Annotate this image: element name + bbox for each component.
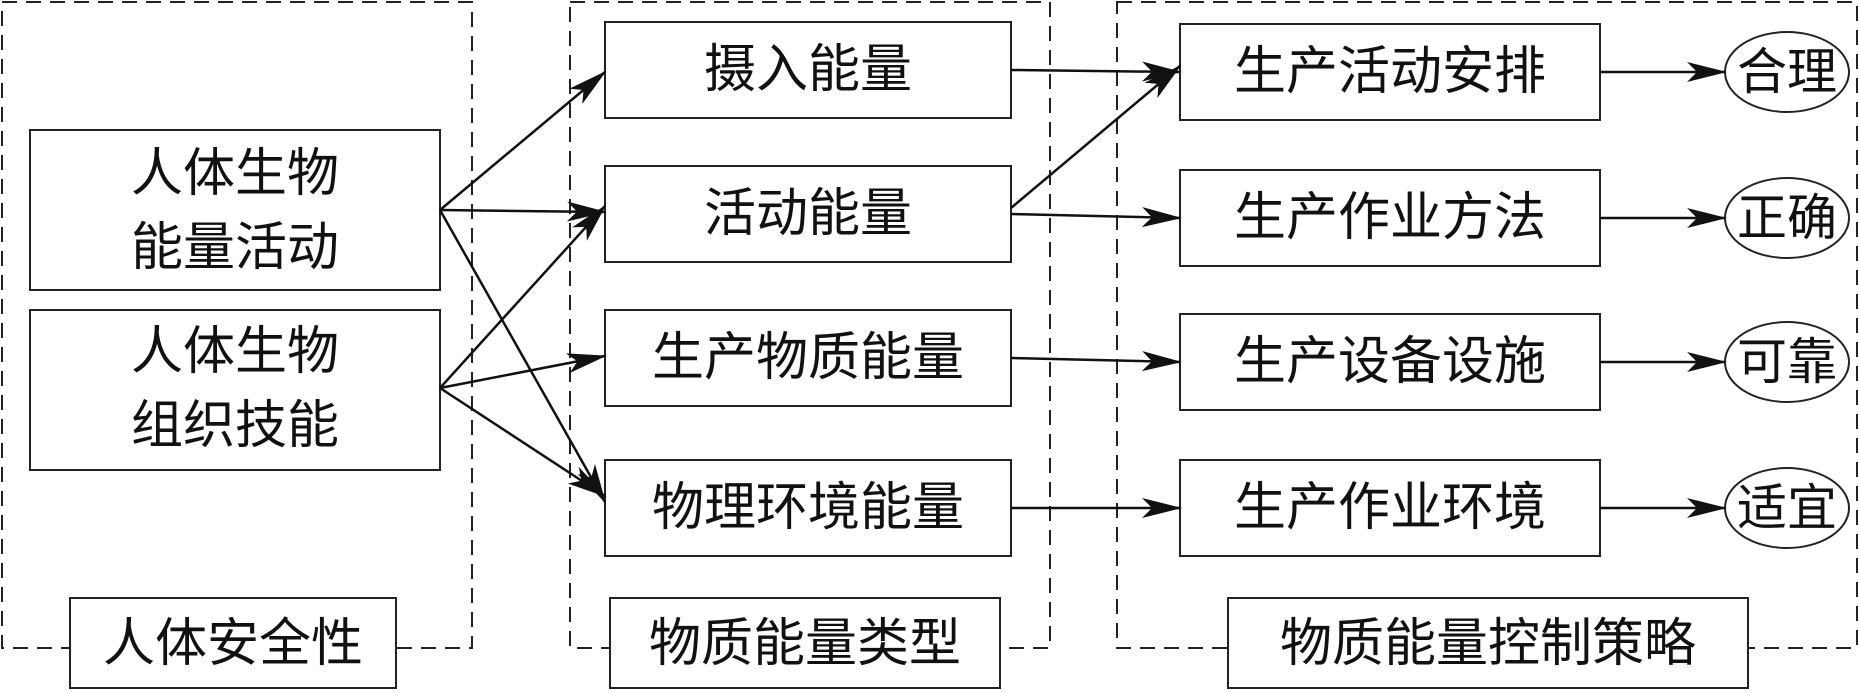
human-node-box bbox=[29, 309, 441, 471]
arrow-human-energy bbox=[439, 70, 607, 211]
strategy-node-label: 生产作业环境 bbox=[1234, 478, 1546, 538]
strategy-node: 生产作业环境 bbox=[1179, 459, 1601, 557]
arrow-human-energy bbox=[439, 353, 607, 390]
arrows-human-to-energy bbox=[438, 70, 607, 504]
outcome-node-label: 适宜 bbox=[1737, 479, 1837, 537]
energy-node-box bbox=[604, 21, 1012, 119]
arrow-energy-strategy bbox=[1010, 61, 1182, 82]
outcome-node: 合理 bbox=[1724, 31, 1850, 113]
outcome-node: 适宜 bbox=[1724, 467, 1850, 549]
human-node-line: 人体生物 bbox=[131, 144, 339, 204]
arrow-energy-strategy bbox=[1010, 207, 1182, 228]
strategy-node-label: 生产设备设施 bbox=[1234, 332, 1546, 392]
arrow-human-energy bbox=[438, 209, 607, 504]
arrow-human-energy bbox=[439, 201, 607, 222]
strategy-node-box bbox=[1179, 169, 1601, 267]
human-node: 人体生物 组织技能 bbox=[29, 309, 441, 471]
energy-node: 物理环境能量 bbox=[604, 459, 1012, 557]
energy-node: 生产物质能量 bbox=[604, 309, 1012, 407]
human-node-line: 人体生物 bbox=[131, 322, 339, 382]
group-human: 人体安全性 bbox=[1, 1, 473, 689]
group-energy-caption-box bbox=[609, 597, 1001, 689]
group-strategy: 物质能量控制策略 bbox=[1116, 1, 1858, 689]
arrow-human-energy bbox=[439, 204, 607, 389]
outcome-node: 可靠 bbox=[1724, 321, 1850, 403]
outcome-node-label: 可靠 bbox=[1737, 333, 1837, 391]
strategy-node: 生产设备设施 bbox=[1179, 313, 1601, 411]
group-energy-caption: 物质能量类型 bbox=[649, 614, 961, 674]
energy-node-label: 生产物质能量 bbox=[652, 328, 964, 388]
strategy-node: 生产活动安排 bbox=[1179, 23, 1601, 121]
group-energy: 物质能量类型 bbox=[569, 1, 1051, 689]
energy-node: 活动能量 bbox=[604, 165, 1012, 263]
energy-node: 摄入能量 bbox=[604, 21, 1012, 119]
arrow-human-energy bbox=[439, 386, 607, 498]
energy-node-box bbox=[604, 309, 1012, 407]
outcome-node-label: 合理 bbox=[1737, 43, 1837, 101]
energy-node-label: 活动能量 bbox=[704, 184, 912, 244]
group-human-caption-box bbox=[69, 597, 397, 689]
strategy-node-box bbox=[1179, 459, 1601, 557]
human-node-line: 能量活动 bbox=[131, 218, 339, 278]
outcome-node: 正确 bbox=[1724, 177, 1850, 259]
strategy-node-label: 生产活动安排 bbox=[1234, 42, 1546, 102]
group-energy-frame bbox=[569, 1, 1051, 649]
group-strategy-caption-box bbox=[1227, 597, 1749, 689]
human-node: 人体生物 能量活动 bbox=[29, 129, 441, 291]
human-node-line: 组织技能 bbox=[131, 396, 339, 456]
strategy-node-box bbox=[1179, 23, 1601, 121]
outcome-node-label: 正确 bbox=[1737, 189, 1837, 247]
strategy-node-box bbox=[1179, 313, 1601, 411]
group-human-caption: 人体安全性 bbox=[103, 614, 363, 674]
arrow-energy-strategy bbox=[1010, 64, 1182, 209]
energy-node-label: 摄入能量 bbox=[704, 40, 912, 100]
arrows-strategy-to-outcome bbox=[1600, 62, 1727, 518]
energy-node-box bbox=[604, 165, 1012, 263]
strategy-node: 生产作业方法 bbox=[1179, 169, 1601, 267]
energy-node-label: 物理环境能量 bbox=[652, 478, 964, 538]
strategy-node-label: 生产作业方法 bbox=[1234, 188, 1546, 248]
arrows-energy-to-strategy bbox=[1010, 61, 1182, 518]
arrow-energy-strategy bbox=[1010, 351, 1182, 372]
group-strategy-caption: 物质能量控制策略 bbox=[1280, 614, 1696, 674]
